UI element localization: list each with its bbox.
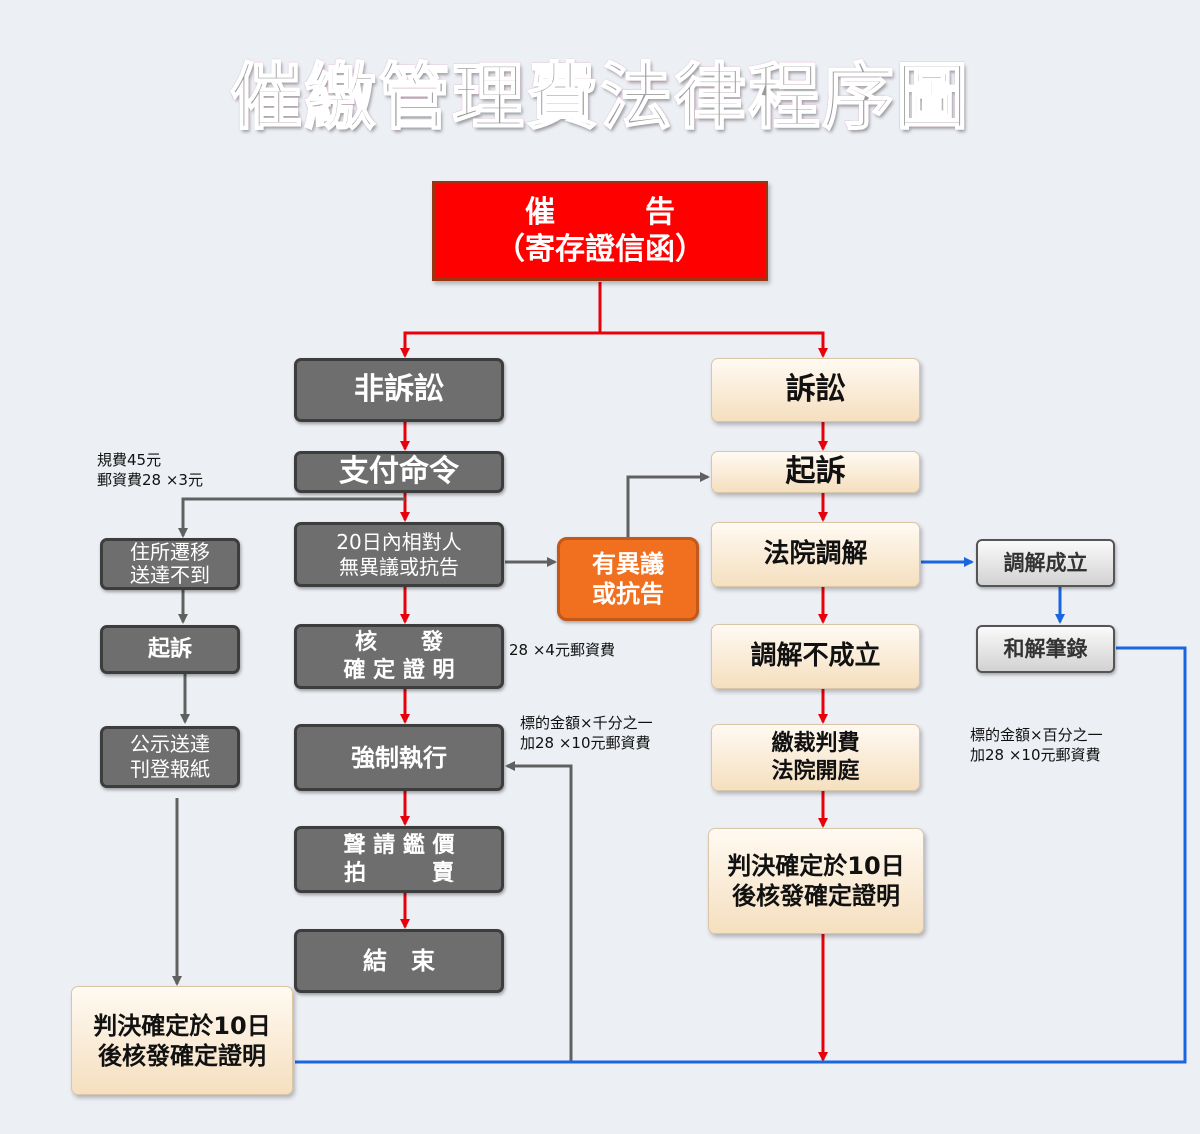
fee-note-line1: 規費45元 (97, 451, 162, 469)
relocation-judgment-line1: 判決確定於10日 (93, 1011, 271, 1040)
court-fee-note: 標的金額×百分之一 加28 ×10元郵資費 (970, 726, 1103, 765)
no-objection-line2: 無異議或抗告 (339, 554, 459, 579)
arrow-to-litigation (600, 331, 828, 358)
relocation-judgment-box: 判決確定於10日 後核發確定證明 (71, 986, 293, 1095)
court-fee-line2: 法院開庭 (771, 758, 860, 784)
court-fee-line1: 繳裁判費 (771, 731, 860, 756)
relocation-line1: 住所遷移 (130, 540, 210, 564)
litigation-box: 訴訟 (711, 358, 920, 422)
enforcement-box: 強制執行 (294, 724, 504, 791)
arrow-to-relocation (178, 497, 405, 538)
certificate-fee-note: 28 ×4元郵資費 (509, 641, 615, 661)
mediation-failed-box: 調解不成立 (711, 624, 920, 689)
mediation-failed-label: 調解不成立 (750, 641, 881, 672)
page-title: 催繳管理費法律程序圖 (0, 38, 1200, 143)
court-fee-note-line1: 標的金額×百分之一 (970, 726, 1103, 744)
certificate-line1: 核 發 (354, 630, 443, 655)
relocation-judgment-line2: 後核發確定證明 (98, 1041, 266, 1070)
court-fee-box: 繳裁判費 法院開庭 (711, 724, 920, 791)
notice-box: 催 告 （寄存證信函） (432, 181, 768, 281)
payment-order-label: 支付命令 (339, 454, 459, 490)
publication-box: 公示送達 刊登報紙 (100, 726, 240, 788)
judgment-line2: 後核發確定證明 (732, 882, 900, 910)
auction-line1: 聲 請 鑑 價 (343, 833, 455, 858)
mediation-box: 法院調解 (711, 522, 920, 587)
mediation-success-box: 調解成立 (976, 539, 1115, 587)
relocation-line2: 送達不到 (130, 563, 210, 587)
relocation-box: 住所遷移 送達不到 (100, 538, 240, 590)
publication-line1: 公示送達 (130, 732, 210, 756)
mediation-success-label: 調解成立 (1003, 550, 1088, 575)
sue-label: 起訴 (785, 454, 846, 490)
judgment-box: 判決確定於10日 後核發確定證明 (708, 828, 924, 934)
payment-order-box: 支付命令 (294, 451, 504, 493)
mediation-label: 法院調解 (763, 539, 868, 570)
auction-line2: 拍 賣 (343, 860, 454, 886)
court-fee-note-line2: 加28 ×10元郵資費 (970, 745, 1101, 764)
settlement-label: 和解筆錄 (1003, 636, 1088, 661)
non-litigation-box: 非訴訟 (294, 358, 504, 422)
certificate-box: 核 發 確 定 證 明 (294, 624, 504, 689)
publication-line2: 刊登報紙 (130, 757, 210, 781)
blue-bottom-loop (295, 646, 1187, 1064)
notice-label: 催 告 (525, 194, 675, 230)
no-objection-line1: 20日內相對人 (336, 529, 462, 554)
fee-note-line2: 郵資費28 ×3元 (97, 470, 203, 489)
enforcement-fee-note: 標的金額×千分之一 加28 ×10元郵資費 (520, 714, 653, 753)
objection-box: 有異議 或抗告 (557, 537, 699, 621)
no-objection-box: 20日內相對人 無異議或抗告 (294, 522, 504, 587)
certificate-line2: 確 定 證 明 (343, 657, 455, 683)
end-label: 結 束 (363, 947, 435, 975)
arrow-objection-to-sue (626, 472, 710, 537)
relocation-sue-box: 起訴 (100, 625, 240, 674)
objection-line2: 或抗告 (592, 580, 664, 608)
sue-box: 起訴 (711, 451, 920, 493)
certificate-fee-label: 28 ×4元郵資費 (509, 641, 615, 659)
end-box: 結 束 (294, 929, 504, 993)
settlement-box: 和解筆錄 (976, 625, 1115, 673)
auction-box: 聲 請 鑑 價 拍 賣 (294, 826, 504, 893)
arrow-judgment-to-enforcement (505, 761, 573, 1062)
enforcement-fee-line1: 標的金額×千分之一 (520, 714, 653, 732)
fee-note: 規費45元 郵資費28 ×3元 (97, 451, 203, 490)
objection-line1: 有異議 (592, 550, 664, 578)
arrow-to-non-litigation (400, 331, 600, 358)
enforcement-fee-line2: 加28 ×10元郵資費 (520, 733, 651, 752)
judgment-line1: 判決確定於10日 (727, 852, 905, 880)
notice-sublabel: （寄存證信函） (495, 232, 705, 267)
enforcement-label: 強制執行 (351, 743, 447, 772)
non-litigation-label: 非訴訟 (354, 372, 444, 408)
relocation-sue-label: 起訴 (147, 636, 192, 662)
litigation-label: 訴訟 (785, 372, 846, 408)
